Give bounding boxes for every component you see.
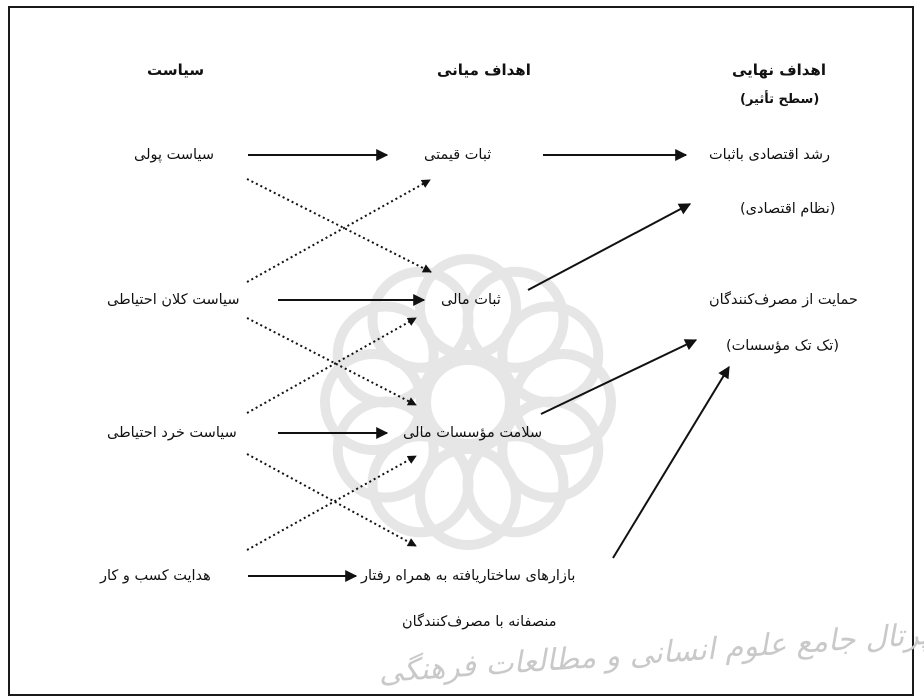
watermark-petal — [510, 349, 616, 455]
policy-business-conduct: هدایت کسب و کار — [100, 568, 211, 584]
watermark-petal — [497, 301, 604, 408]
arrow-markets-to-consumer — [612, 365, 730, 559]
final-growth-line2: (نظام اقتصادی) — [740, 201, 836, 217]
dotted-macro-to-institutions — [246, 317, 417, 406]
watermark-emblem — [320, 254, 616, 550]
arrow-institutions-to-consumer — [540, 339, 698, 415]
dotted-conduct-to-institutions — [246, 455, 417, 551]
dotted-monetary-to-financial — [246, 178, 432, 273]
dotted-micro-to-markets — [246, 453, 417, 547]
arrow-financial-to-growth — [527, 203, 692, 291]
header-final-sub: (سطح تأثیر) — [740, 92, 820, 107]
watermark-petal — [332, 301, 439, 408]
final-growth-line1: رشد اقتصادی باثبات — [709, 147, 831, 163]
final-consumer-line1: حمایت از مصرف‌کنندگان — [709, 292, 858, 308]
watermark-petal — [320, 349, 426, 455]
policy-microprudential: سیاست خرد احتیاطی — [107, 425, 237, 441]
intermediate-markets-line2: منصفانه با مصرف‌کنندگان — [402, 614, 557, 630]
watermark-petal — [462, 266, 569, 373]
header-final: اهداف نهایی — [732, 61, 826, 79]
dotted-micro-to-financial — [246, 317, 417, 414]
watermark-petal — [367, 431, 474, 538]
intermediate-price-stability: ثبات قیمتی — [424, 147, 492, 163]
intermediate-financial-stability: ثبات مالی — [441, 292, 501, 308]
watermark-petal — [415, 444, 521, 550]
header-policy: سیاست — [147, 61, 205, 79]
header-intermediate: اهداف میانی — [437, 61, 531, 79]
policy-macroprudential: سیاست کلان احتیاطی — [107, 292, 240, 308]
policy-monetary: سیاست پولی — [134, 147, 214, 163]
arrows-layer — [246, 149, 730, 582]
final-consumer-line2: (تک تک مؤسسات) — [726, 338, 839, 354]
intermediate-institutions-soundness: سلامت مؤسسات مالی — [403, 425, 543, 441]
dotted-macro-to-price — [246, 179, 431, 283]
intermediate-markets-line1: بازارهای ساختاریافته به همراه رفتار — [361, 568, 576, 584]
watermark-petal — [415, 254, 521, 360]
